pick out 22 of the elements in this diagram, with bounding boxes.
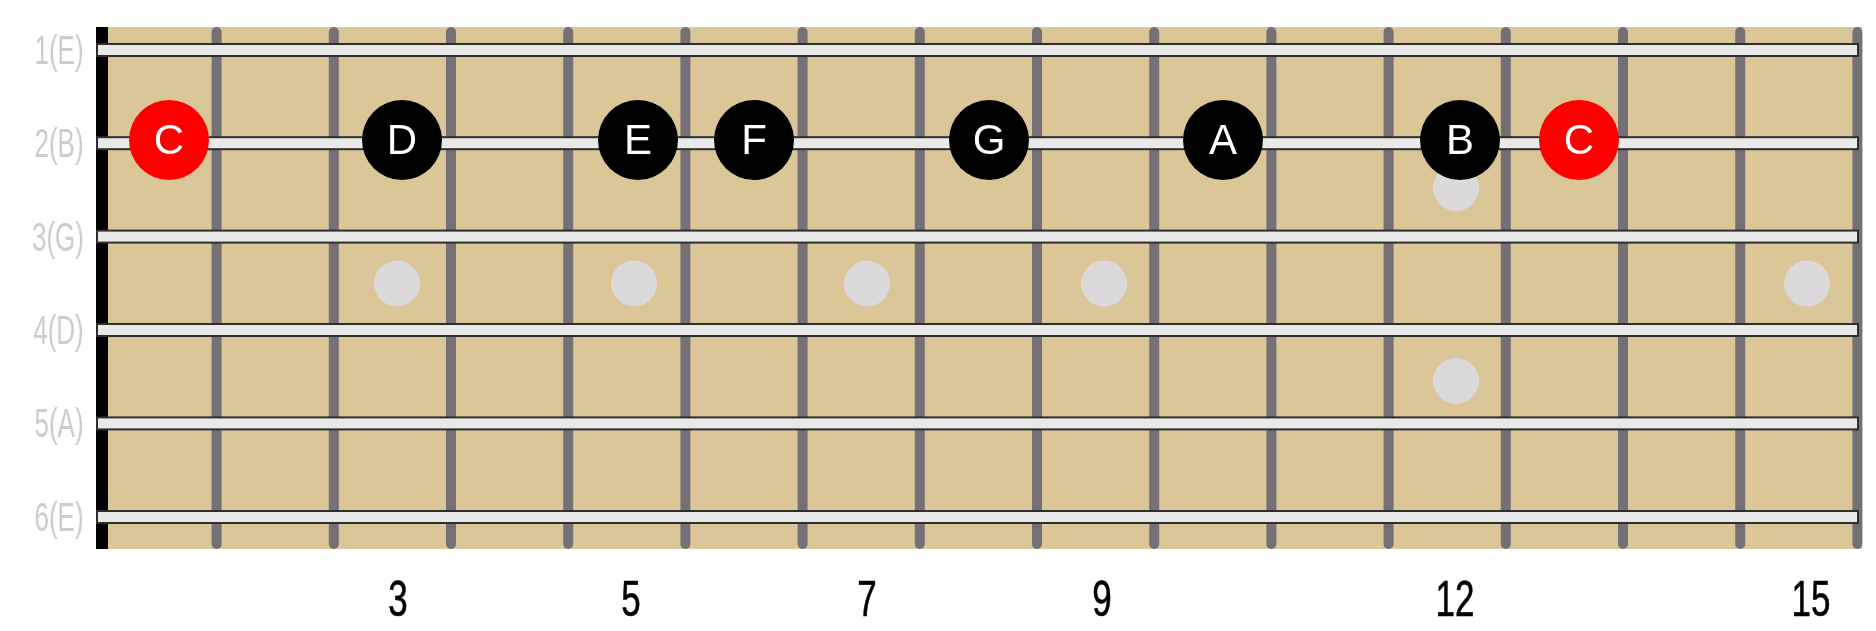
note-name: C: [1563, 119, 1595, 161]
note-name: F: [741, 119, 767, 161]
note-name: C: [153, 119, 185, 161]
note-marker: [714, 100, 794, 180]
note-marker: [362, 100, 442, 180]
fret-number: 12: [1434, 574, 1476, 624]
note-name: E: [624, 119, 652, 161]
fret-number: 9: [1091, 574, 1113, 624]
note-marker: [1183, 100, 1263, 180]
note-name: A: [1209, 119, 1237, 161]
note-marker: [949, 100, 1029, 180]
note-marker: [1420, 100, 1500, 180]
note-name: B: [1446, 119, 1474, 161]
fret-number: 5: [620, 574, 642, 624]
note-name: D: [386, 119, 418, 161]
fret-number: 7: [856, 574, 878, 624]
fret-number: 3: [387, 574, 409, 624]
note-marker: [1539, 100, 1619, 180]
note-marker: [598, 100, 678, 180]
fret-number: 15: [1790, 574, 1832, 624]
note-name: G: [972, 119, 1006, 161]
note-marker: [129, 100, 209, 180]
